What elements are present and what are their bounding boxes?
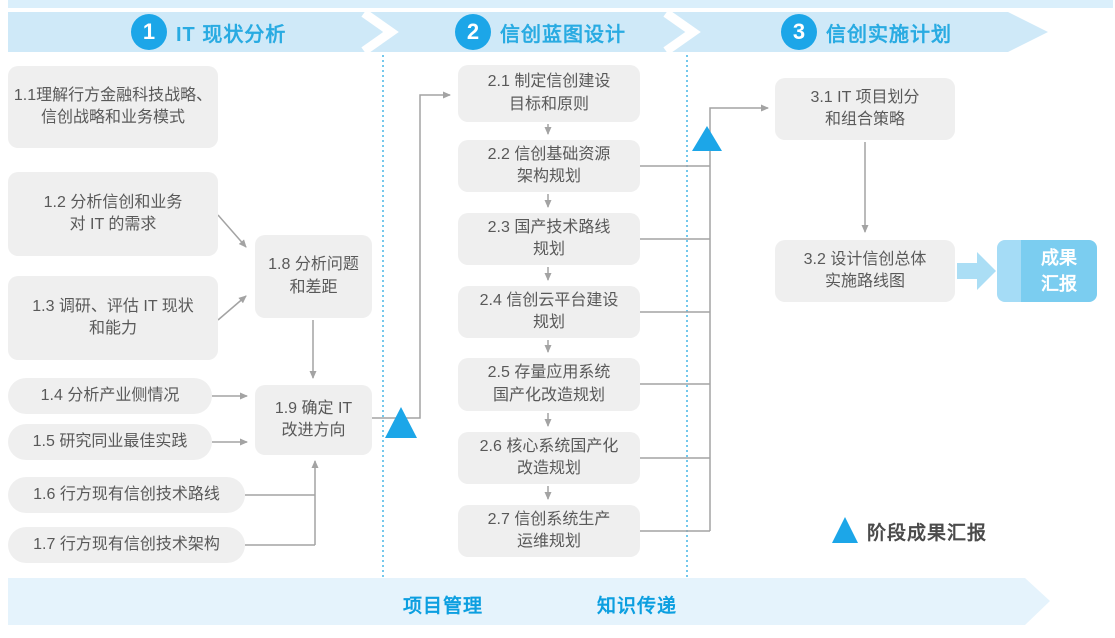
band-chevron-1 <box>361 9 399 55</box>
phase-3-title: 信创实施计划 <box>826 23 952 46</box>
phase-3-header: 3 信创实施计划 <box>781 12 952 52</box>
step-1-7-box: 1.7 行方现有信创技术架构 <box>8 527 245 563</box>
step-1-8-box: 1.8 分析问题 和差距 <box>255 235 372 318</box>
phase-2-header: 2 信创蓝图设计 <box>455 12 626 52</box>
milestone-triangle-phase1 <box>385 407 417 438</box>
step-2-2-box: 2.2 信创基础资源 架构规划 <box>458 140 640 192</box>
step-1-3-box: 1.3 调研、评估 IT 现状 和能力 <box>8 276 218 360</box>
step-2-4-box: 2.4 信创云平台建设 规划 <box>458 286 640 338</box>
step-2-3-box: 2.3 国产技术路线 规划 <box>458 213 640 265</box>
bottom-band-arrow <box>8 578 1050 625</box>
step-1-1-box: 1.1理解行方金融科技战略、 信创战略和业务模式 <box>8 66 218 148</box>
step-1-6-box: 1.6 行方现有信创技术路线 <box>8 477 245 513</box>
step-1-9-box: 1.9 确定 IT 改进方向 <box>255 385 372 455</box>
legend-milestone-label: 阶段成果汇报 <box>867 523 988 544</box>
bottom-label-knowledge-transfer: 知识传递 <box>597 596 678 617</box>
step-2-1-box: 2.1 制定信创建设 目标和原则 <box>458 65 640 122</box>
legend-triangle-icon <box>832 517 858 543</box>
deliverable-report-box: 成果 汇报 <box>997 240 1097 302</box>
phase-divider-dotted-lines <box>382 55 688 578</box>
step-2-7-box: 2.7 信创系统生产 运维规划 <box>458 505 640 557</box>
phase-2-number-badge: 2 <box>455 14 491 50</box>
phase-1-header: 1 IT 现状分析 <box>131 12 286 52</box>
step-1-2-box: 1.2 分析信创和业务 对 IT 的需求 <box>8 172 218 256</box>
connector-lines <box>212 91 869 546</box>
step-1-5-box: 1.5 研究同业最佳实践 <box>8 424 212 460</box>
milestone-triangle-phase2 <box>692 126 722 151</box>
step-3-1-box: 3.1 IT 项目划分 和组合策略 <box>775 78 955 140</box>
step-2-5-box: 2.5 存量应用系统 国产化改造规划 <box>458 358 640 411</box>
phase-1-title: IT 现状分析 <box>176 23 287 46</box>
step-3-2-box: 3.2 设计信创总体 实施路线图 <box>775 240 955 302</box>
bottom-label-project-management: 项目管理 <box>403 596 484 617</box>
deliverable-thick-arrow <box>957 252 996 290</box>
phase-2-title: 信创蓝图设计 <box>500 23 626 46</box>
phase-3-number-badge: 3 <box>781 14 817 50</box>
band-chevron-2 <box>663 9 701 55</box>
phase-1-number-badge: 1 <box>131 14 167 50</box>
top-strip <box>8 0 1113 8</box>
step-2-6-box: 2.6 核心系统国产化 改造规划 <box>458 432 640 484</box>
step-1-4-box: 1.4 分析产业侧情况 <box>8 378 212 414</box>
